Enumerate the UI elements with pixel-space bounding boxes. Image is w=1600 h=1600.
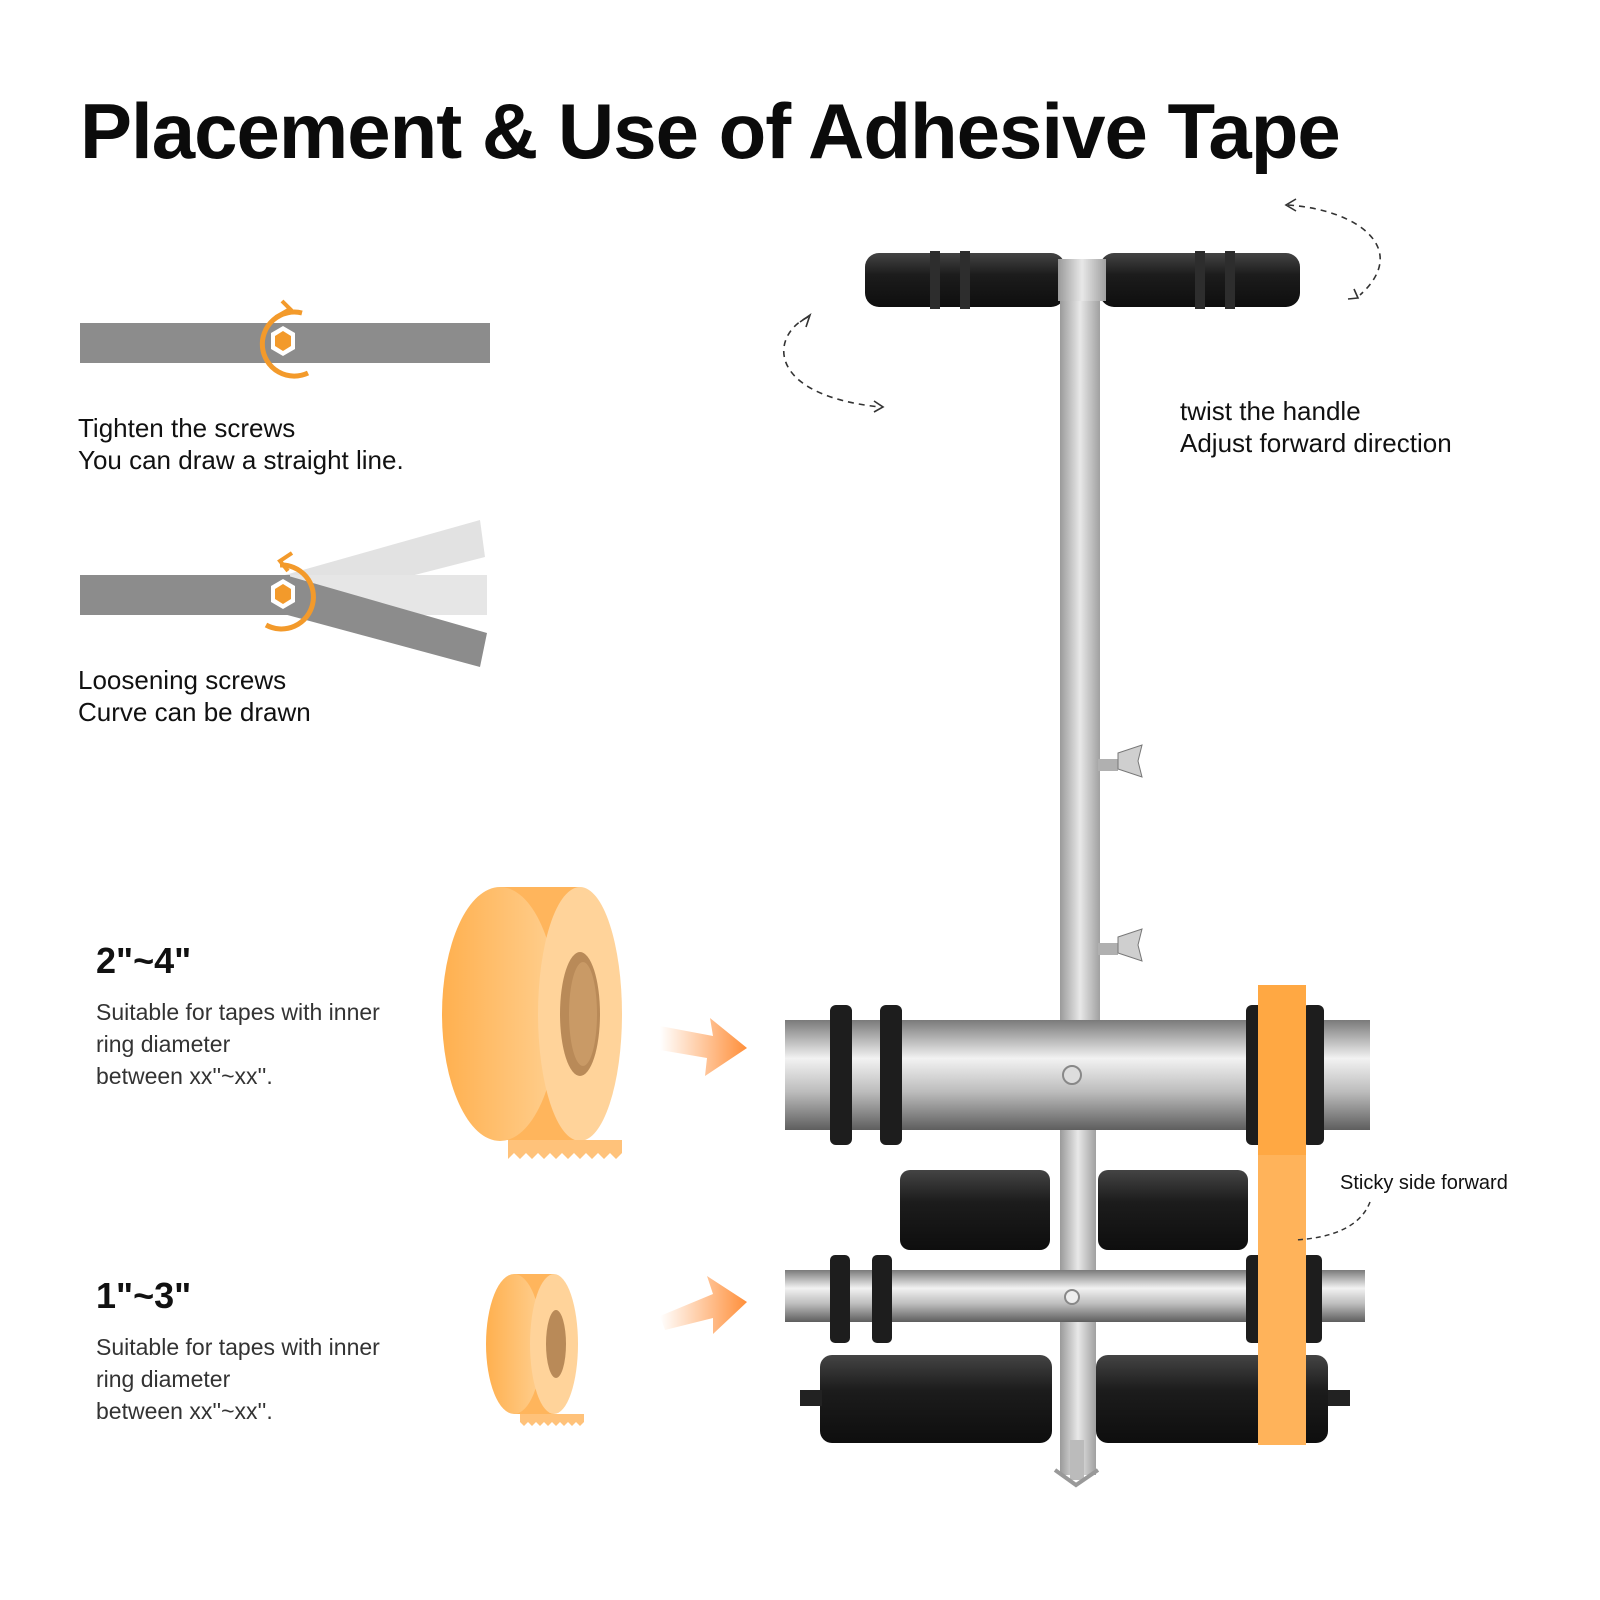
loosen-caption-line1: Loosening screws [78,665,287,695]
tape-flange [830,1255,1322,1343]
page-title: Placement & Use of Adhesive Tape [80,87,1341,175]
wing-nut [1098,744,1143,778]
loosen-screw-diagram [80,520,487,667]
handle-caption: twist the handle Adjust forward directio… [1180,395,1452,459]
handle-caption-line2: Adjust forward direction [1180,428,1452,458]
tape-tool-illustration [785,251,1370,1488]
tape-size-small-desc: Suitable for tapes with inner ring diame… [96,1334,380,1424]
sticky-side-label: Sticky side forward [1340,1172,1508,1194]
tighten-screw-diagram [80,299,490,379]
orange-tape-strip [1258,985,1306,1445]
tighten-caption-line2: You can draw a straight line. [78,445,404,475]
tape-size-large-desc: Suitable for tapes with inner ring diame… [96,999,380,1089]
rotate-arrow-icon [259,299,310,379]
pressure-roller [900,1170,1050,1250]
handle-caption-line1: twist the handle [1180,396,1361,426]
hex-screw-icon [271,579,295,609]
rotate-arrow-icon [264,551,316,632]
handle-shaft [1060,301,1100,1021]
left-bar [80,575,290,615]
swing-bar [280,575,487,667]
sticky-pointer-line [1294,1201,1371,1241]
orange-arrow-icon [660,1276,747,1334]
loosen-caption: Loosening screws Curve can be drawn [78,664,311,728]
pressure-roller [1098,1170,1248,1250]
small-tape-roll [486,1274,584,1426]
tighten-caption: Tighten the screws You can draw a straig… [78,412,404,476]
tape-flange [830,1005,1324,1145]
bottom-roller [820,1355,1052,1443]
orange-arrow-icon [660,1018,747,1076]
tighten-caption-line1: Tighten the screws [78,413,296,443]
wing-nut [1098,928,1143,962]
hex-screw-icon [271,326,295,356]
large-tape-roll [442,887,622,1159]
loosen-caption-line2: Curve can be drawn [78,697,311,727]
tape-size-large-range: 2"~4" [96,940,192,981]
handle-grip [865,251,1300,309]
dashed-rotate-arrow-icon [783,198,1381,413]
tape-size-small-range: 1"~3" [96,1275,192,1316]
